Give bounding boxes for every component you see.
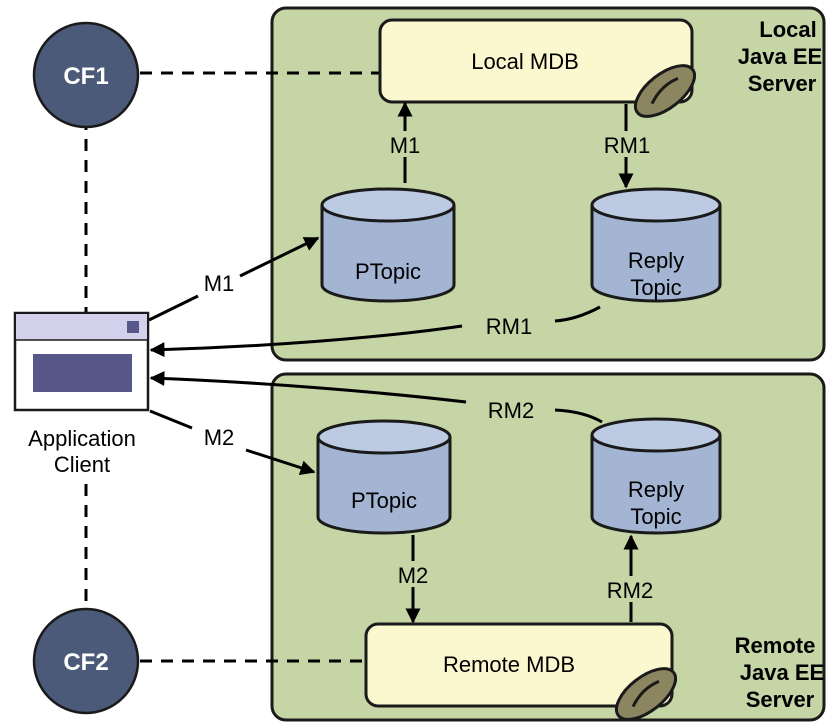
svg-text:Reply: Reply: [628, 248, 684, 273]
application-client-label: Application Client: [28, 426, 136, 477]
m2-client-to-ptopic-arrow: [149, 409, 193, 430]
message-labels: M1 RM1 M1 RM1 RM2 M2 M2 RM2: [204, 131, 662, 603]
svg-text:Local MDB: Local MDB: [471, 49, 579, 74]
svg-text:Topic: Topic: [630, 275, 681, 300]
svg-text:Topic: Topic: [630, 504, 681, 529]
label-rm1-to-reply: RM1: [604, 133, 650, 158]
label-m2-from-client: M2: [204, 425, 235, 450]
svg-text:Reply: Reply: [628, 477, 684, 502]
cf1-node[interactable]: CF1: [32, 21, 140, 129]
local-ptopic[interactable]: PTopic: [320, 187, 456, 303]
label-m2-to-mdb: M2: [398, 563, 429, 588]
svg-text:PTopic: PTopic: [351, 488, 417, 513]
label-rm2-to-reply: RM2: [607, 578, 653, 603]
local-reply-topic[interactable]: Reply Topic: [590, 187, 722, 303]
svg-text:Remote MDB: Remote MDB: [443, 652, 575, 677]
remote-reply-topic[interactable]: Reply Topic: [590, 417, 722, 535]
remote-ptopic[interactable]: PTopic: [316, 419, 452, 535]
label-m1-to-mdb: M1: [390, 133, 421, 158]
label-m1-from-client: M1: [204, 271, 235, 296]
label-rm1-to-client: RM1: [486, 314, 532, 339]
svg-text:Java EE: Java EE: [738, 44, 822, 69]
m1-client-to-ptopic-arrow: [148, 294, 199, 322]
svg-text:CF2: CF2: [63, 649, 108, 676]
local-mdb-handle-icon: [634, 64, 696, 118]
remote-mdb[interactable]: Remote MDB: [364, 622, 674, 708]
remote-mdb-handle-icon: [615, 667, 677, 721]
svg-text:Java EE: Java EE: [740, 660, 824, 685]
svg-text:Client: Client: [54, 452, 110, 477]
local-server-label: Local Java EE Server: [738, 17, 822, 96]
svg-text:Server: Server: [748, 71, 817, 96]
local-mdb[interactable]: Local MDB: [378, 18, 694, 104]
dashed-connections: [84, 71, 380, 663]
svg-text:Local: Local: [759, 17, 816, 42]
svg-text:Server: Server: [746, 687, 815, 712]
rm2-reply-to-client-arrow: [554, 408, 603, 424]
svg-text:PTopic: PTopic: [355, 259, 421, 284]
svg-text:CF1: CF1: [63, 63, 108, 90]
remote-server-label: Remote Java EE Server: [735, 633, 825, 712]
label-rm2-to-client: RM2: [488, 398, 534, 423]
svg-text:Application: Application: [28, 426, 136, 451]
rm1-reply-to-client-arrow: [554, 305, 601, 323]
cf2-node[interactable]: CF2: [32, 607, 140, 715]
application-client-icon[interactable]: [13, 311, 150, 412]
svg-text:Remote: Remote: [735, 633, 816, 658]
